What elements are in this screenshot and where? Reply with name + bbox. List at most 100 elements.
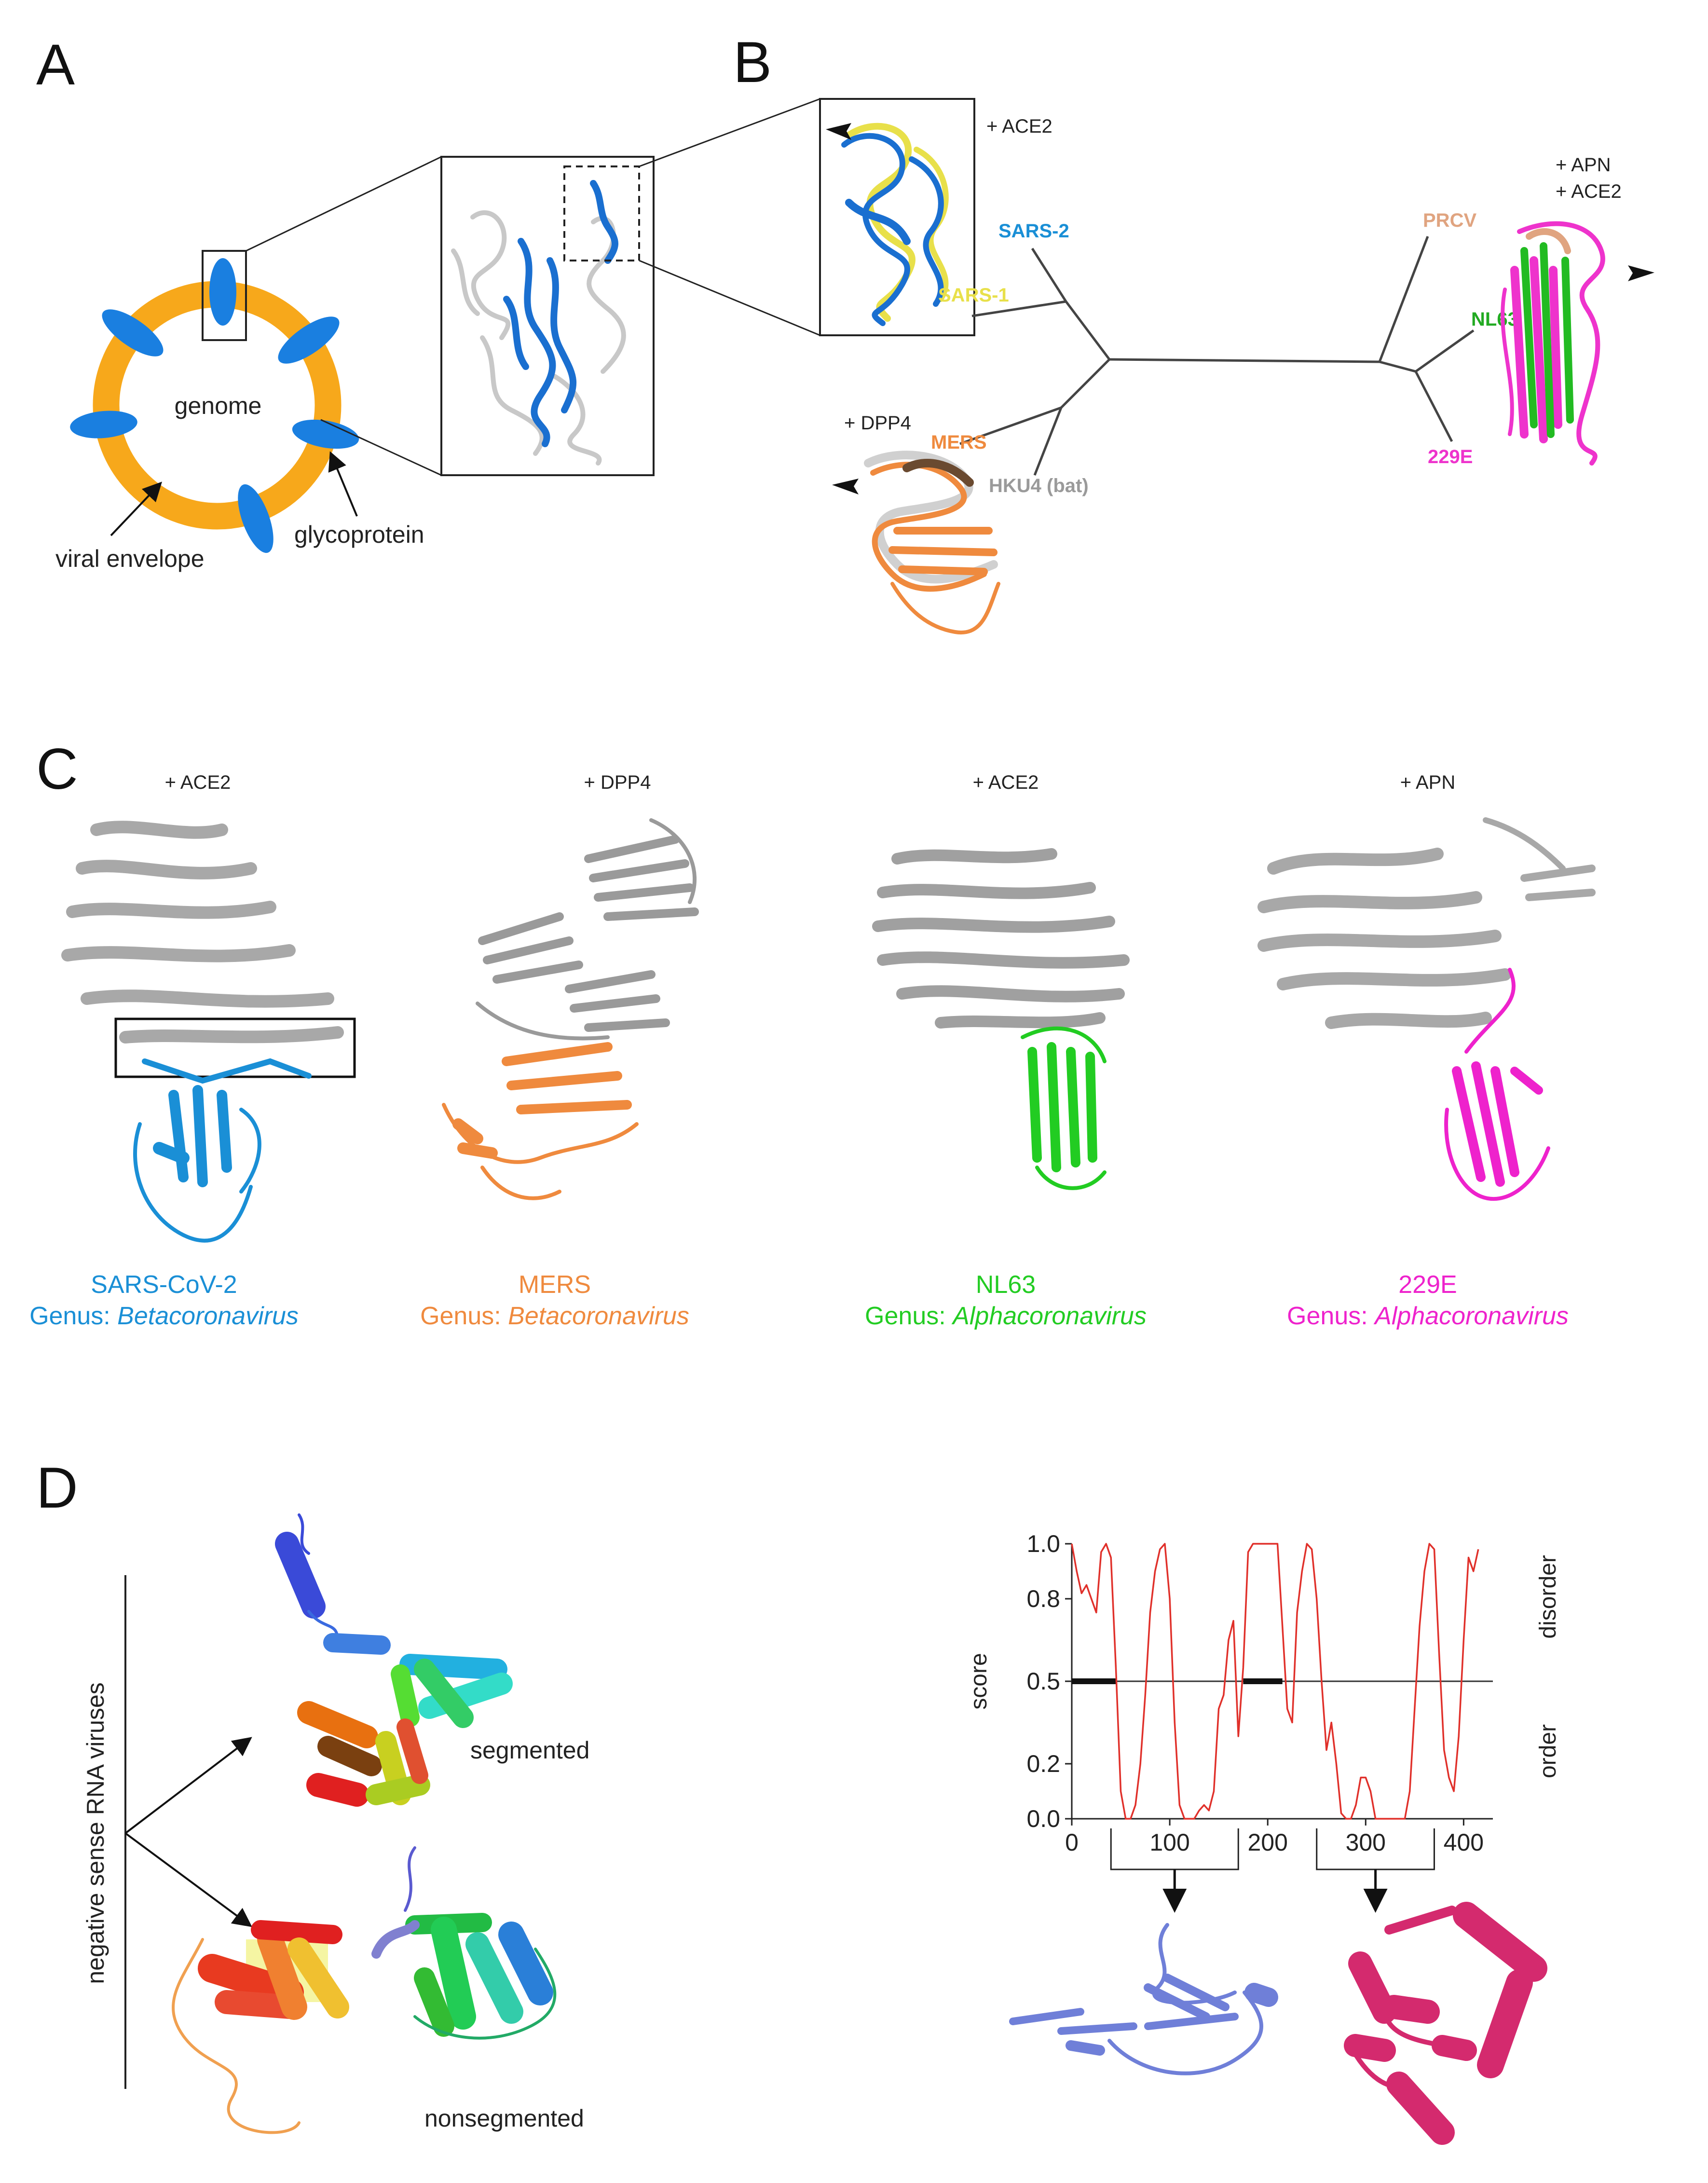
panel-a-label: A: [36, 32, 75, 97]
genus-prefix-3: Genus:: [865, 1302, 953, 1330]
genus-4: Genus: Alphacoronavirus: [1287, 1302, 1569, 1330]
trimer-box: [440, 156, 655, 476]
disorder-side-label: disorder: [1535, 1555, 1561, 1638]
glycoprotein-arrow: [328, 451, 358, 517]
disorder-chart: 0.0 0.2 0.5 0.8 1.0 0 100 200 300 400 score diso…: [966, 1530, 1561, 1913]
tree-label-prcv: PRCV: [1423, 210, 1476, 231]
structure-nl63: + ACE2 NL63 Genus: Alphacoronavirus: [865, 772, 1147, 1330]
rbd-magenta-4: [1444, 968, 1550, 1201]
panel-b: B + ACE2 SARS-2 SARS-1 MERS: [733, 30, 1654, 635]
panel-c-label: C: [36, 737, 78, 801]
y-ticks: 0.0 0.2 0.5 0.8 1.0: [1026, 1530, 1072, 1832]
receptor-label-2: + DPP4: [584, 772, 651, 793]
y-axis-label: score: [966, 1653, 992, 1709]
virus-name-3: NL63: [976, 1271, 1036, 1299]
arrowhead-marker-alpha: [1628, 265, 1654, 281]
rbd-orange-2: [442, 1042, 639, 1200]
x-tick-label: 0: [1065, 1829, 1079, 1856]
virus-name-4: 229E: [1398, 1271, 1457, 1299]
segmented-label: segmented: [470, 1737, 589, 1764]
dpp4-gray-sheets: [476, 818, 699, 1041]
tree-label-mers: MERS: [931, 432, 987, 453]
tree-label-sars2: SARS-2: [998, 220, 1069, 242]
receptor-dpp4-b: + DPP4: [844, 412, 911, 434]
glycoprotein-label: glycoprotein: [294, 521, 424, 548]
zoom-box-small: [202, 250, 247, 341]
virion-diagram: genome viral envelope glycoprotein: [55, 156, 442, 572]
spike-trimer-structure: [440, 98, 820, 476]
envelope-arrow: [110, 481, 163, 536]
spike-upper-right: [278, 316, 340, 364]
x-tick-label: 100: [1149, 1829, 1189, 1856]
rbd-dashed-box: [563, 165, 640, 261]
ordered-region-brackets: [1110, 1828, 1435, 1913]
envelope-label: viral envelope: [55, 545, 205, 572]
red-domain-structure: [1344, 1902, 1547, 2145]
receptor-ace2-right: + ACE2: [1556, 181, 1622, 202]
genus-name-2: Betacoronavirus: [508, 1302, 689, 1330]
phylogenetic-tree: [959, 236, 1475, 476]
interface-box: [114, 1017, 356, 1078]
blue-domain-structure: [1009, 1923, 1278, 2075]
virus-name-2: MERS: [519, 1271, 591, 1299]
ace2-gray-helices-1: [61, 821, 344, 1043]
rbd-blue-1: [133, 1058, 312, 1243]
arrowhead-marker-mers: [832, 479, 859, 494]
arrow-to-segmented: [124, 1737, 252, 1834]
sars-rbd-ribbons: [841, 123, 949, 326]
x-tick-label: 200: [1247, 1829, 1287, 1856]
tree-label-sars1: SARS-1: [938, 285, 1009, 306]
tree-label-hku4: HKU4 (bat): [989, 475, 1089, 496]
x-tick-label: 400: [1444, 1829, 1484, 1856]
ace2-gray-helices-3: [872, 848, 1130, 1029]
tree-label-nl63: NL63: [1471, 309, 1518, 330]
x-tick-label: 300: [1346, 1829, 1386, 1856]
spike-right: [292, 419, 359, 449]
genus-prefix-2: Genus:: [420, 1302, 508, 1330]
receptor-label-3: + ACE2: [973, 772, 1039, 793]
structure-sars-cov-2: + ACE2 SARS-CoV-2 Genus: Betacoronavirus: [29, 772, 356, 1330]
tree-label-229e: 229E: [1428, 446, 1473, 467]
genus-1: Genus: Betacoronavirus: [29, 1302, 299, 1330]
genus-name-1: Betacoronavirus: [117, 1302, 299, 1330]
receptor-label-4: + APN: [1400, 772, 1456, 793]
alpha-rbd-ribbons: [1501, 221, 1605, 466]
receptor-label-1: + ACE2: [165, 772, 231, 793]
genome-label: genome: [175, 392, 262, 419]
nonsegmented-label: nonsegmented: [424, 2105, 584, 2132]
apn-gray-helices-4: [1257, 817, 1596, 1029]
zoom-line-b-top: [639, 98, 820, 167]
glycoprotein-spikes: [70, 258, 359, 553]
mers-rbd-ribbons: [864, 451, 1000, 635]
y-tick-label: 0.5: [1026, 1668, 1060, 1695]
zoom-line-top: [246, 156, 442, 252]
y-tick-label: 0.2: [1026, 1750, 1060, 1777]
panel-c: C + ACE2 SARS-CoV-2 Genus: Betacorona: [29, 737, 1596, 1330]
arrowhead-marker-sars: [826, 123, 851, 140]
virus-name-1: SARS-CoV-2: [91, 1271, 237, 1299]
x-ticks: 0 100 200 300 400: [1065, 1819, 1484, 1856]
y-tick-label: 1.0: [1026, 1530, 1060, 1557]
y-tick-label: 0.8: [1026, 1585, 1060, 1612]
panel-b-label: B: [733, 30, 772, 95]
order-side-label: order: [1535, 1724, 1561, 1778]
arrow-to-nonsegmented: [124, 1832, 252, 1927]
genus-prefix-4: Genus:: [1287, 1302, 1375, 1330]
genus-name-4: Alphacoronavirus: [1373, 1302, 1569, 1330]
negative-sense-label: negative sense RNA viruses: [82, 1682, 109, 1984]
segmented-nucleoprotein: [275, 1513, 513, 1807]
receptor-apn: + APN: [1556, 154, 1611, 176]
spike-top: [209, 258, 236, 326]
trimer-blue-ribbons: [503, 180, 618, 447]
y-tick-label: 0.0: [1026, 1805, 1060, 1832]
structure-229e: + APN 229E Genus: Alphacoronavirus: [1257, 772, 1596, 1330]
nonsegmented-nucleoprotein: [172, 1846, 557, 2134]
panel-d: D negative sense RNA viruses segmented: [36, 1455, 1561, 2145]
genus-name-3: Alphacoronavirus: [951, 1302, 1147, 1330]
spike-bottom: [238, 484, 273, 553]
genus-prefix-1: Genus:: [29, 1302, 117, 1330]
genus-2: Genus: Betacoronavirus: [420, 1302, 689, 1330]
rbd-green-3: [1021, 1026, 1107, 1190]
spike-upper-left: [102, 309, 164, 357]
panel-a: A genome viral envelope glycoprotein: [36, 32, 820, 572]
